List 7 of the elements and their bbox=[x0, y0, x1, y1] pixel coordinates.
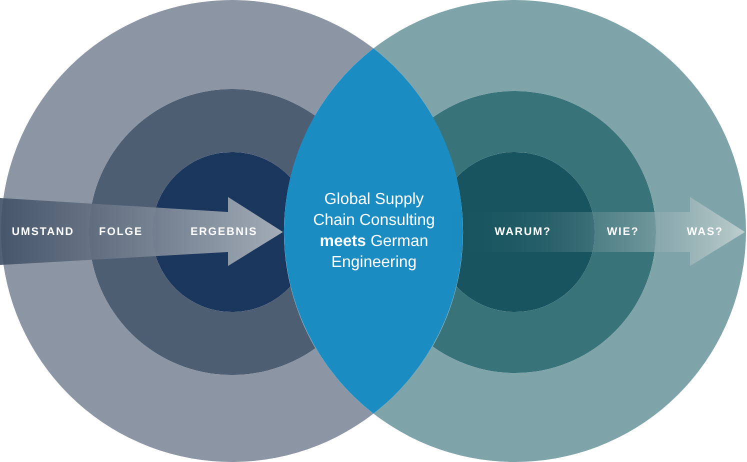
circle-label: ERGEBNIS bbox=[190, 226, 258, 238]
circle-label: FOLGE bbox=[99, 226, 143, 238]
circle-label: WARUM? bbox=[494, 226, 552, 238]
circle-label: WAS? bbox=[686, 226, 724, 238]
circle-label: UMSTAND bbox=[12, 226, 74, 238]
center-text: Global Supply Chain Consulting meets German Engineering bbox=[312, 190, 436, 273]
circle-label: WIE? bbox=[606, 226, 640, 238]
